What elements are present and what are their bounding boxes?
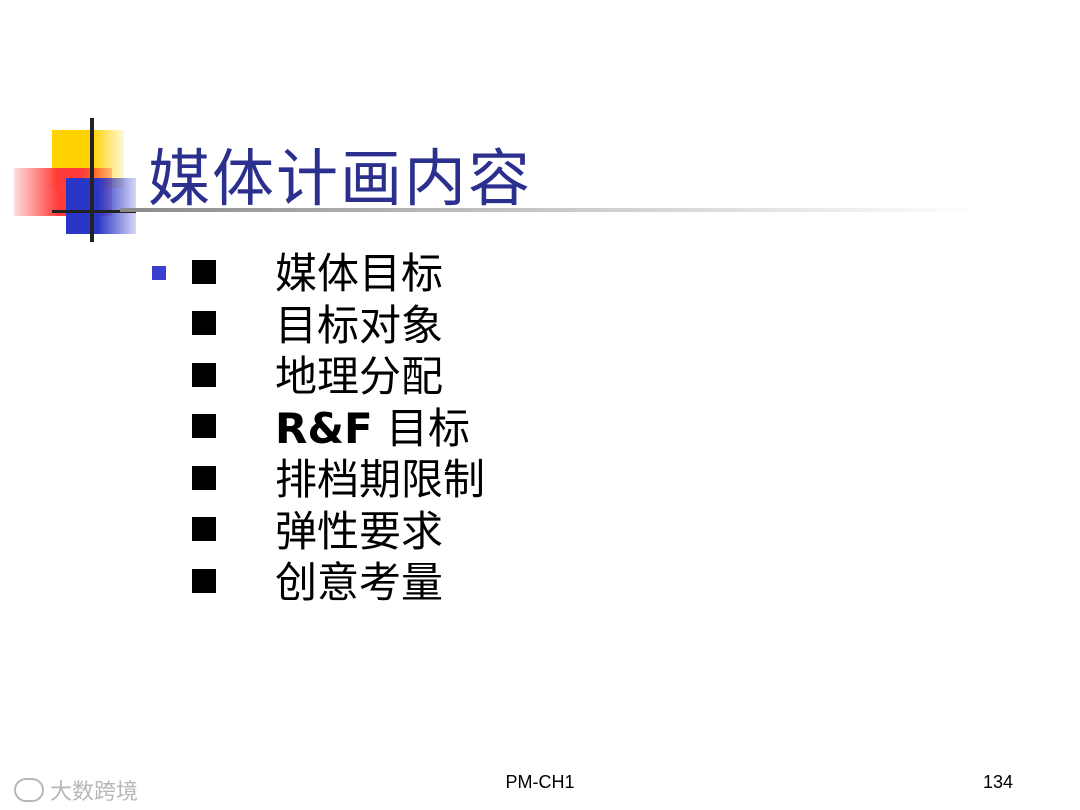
- watermark-text: 大数跨境: [50, 780, 139, 805]
- list-item-text: 创意考量: [275, 558, 444, 608]
- list-item: 媒体目标: [192, 245, 485, 298]
- list-item-text: 媒体目标: [275, 249, 444, 299]
- list-item-text: 目标对象: [275, 300, 444, 350]
- page-number: 134: [983, 772, 1014, 792]
- list-item-text: R&F 目标: [275, 403, 471, 453]
- list-item: R&F 目标: [192, 400, 485, 453]
- list-item-text: 弹性要求: [275, 506, 444, 556]
- black-square-icon: [192, 311, 216, 336]
- watermark: 大数跨境: [14, 774, 138, 806]
- black-square-icon: [192, 465, 216, 490]
- decor-vertical-line: [90, 118, 94, 242]
- bullet-list: 媒体目标 目标对象 地理分配 R&F 目标 排档期限制 弹性要求 创意考量: [192, 245, 485, 607]
- decor-horizontal-line: [52, 210, 136, 213]
- title-underline: [120, 208, 980, 212]
- black-square-icon: [192, 414, 216, 439]
- footer-label: PM-CH1: [505, 772, 575, 792]
- list-item: 创意考量: [192, 554, 485, 607]
- list-item-text: 排档期限制: [275, 455, 486, 505]
- list-item: 目标对象: [192, 297, 485, 350]
- black-square-icon: [192, 568, 216, 593]
- list-item: 地理分配: [192, 348, 485, 401]
- black-square-icon: [192, 259, 216, 284]
- black-square-icon: [192, 517, 216, 542]
- slide-title: 媒体计画内容: [148, 142, 533, 215]
- watermark-logo-icon: [14, 778, 44, 802]
- list-item: 弹性要求: [192, 503, 485, 556]
- black-square-icon: [192, 362, 216, 387]
- list-item-text: 地理分配: [275, 352, 444, 402]
- square-bullet-icon: [152, 266, 166, 280]
- decor-blue-block: [66, 178, 136, 234]
- list-item: 排档期限制: [192, 451, 485, 504]
